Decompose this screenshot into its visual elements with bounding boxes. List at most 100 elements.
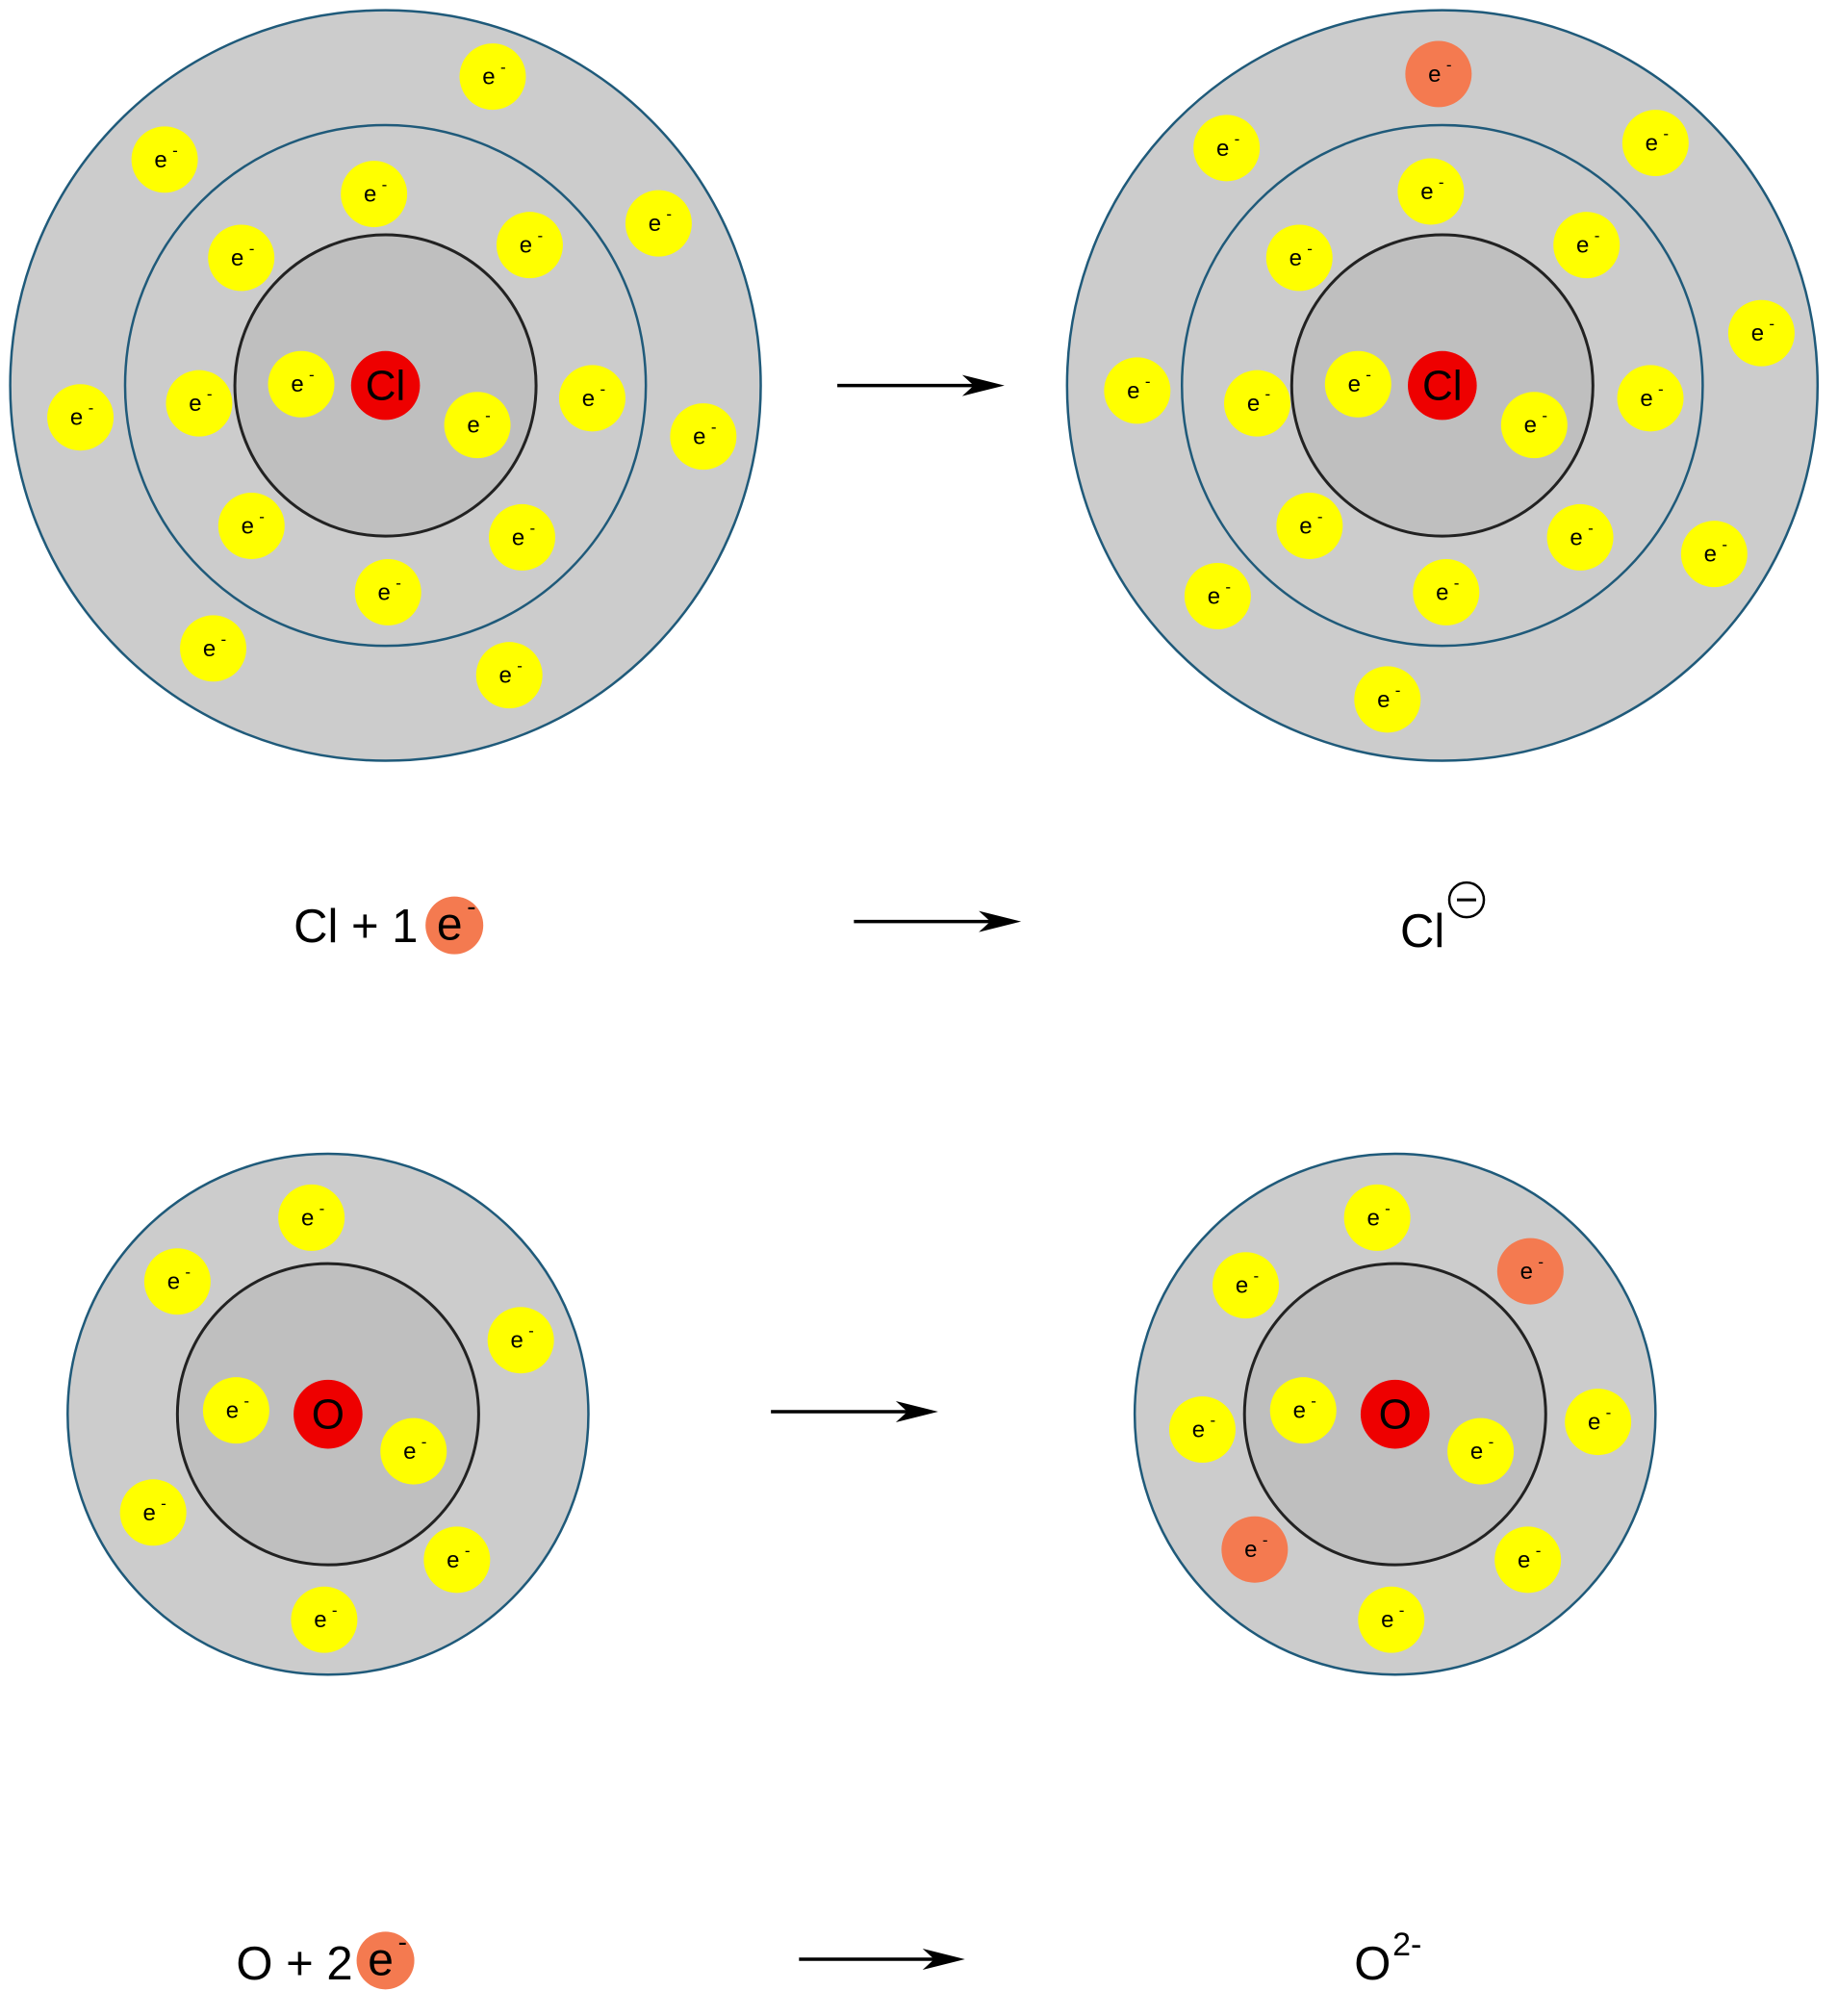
electron-charge: - (1210, 1412, 1215, 1430)
electron: e- (1224, 370, 1290, 437)
electron: e- (1324, 350, 1391, 418)
electron: e- (1213, 1252, 1280, 1319)
electron: e- (459, 43, 526, 111)
electron: e- (268, 350, 335, 418)
electron: e- (143, 1248, 211, 1315)
electron-dot (496, 212, 563, 279)
o-equation-arrow (799, 1949, 965, 1971)
electron-charge: - (1264, 385, 1270, 403)
electron-label: e (1570, 524, 1582, 550)
electron: e- (496, 212, 563, 279)
electron: e- (558, 365, 625, 432)
electron-charge: - (172, 141, 178, 160)
electron-dot (670, 403, 737, 471)
nucleus (1408, 350, 1477, 421)
o-product: O (1354, 1938, 1391, 1990)
o-reactant: O + 2 (236, 1938, 352, 1990)
electron-dot (1358, 1586, 1425, 1653)
added-electron: e- (1496, 1238, 1564, 1305)
electron-charge: - (207, 385, 213, 403)
electron-dot (166, 370, 233, 437)
electron-charge: - (332, 1601, 338, 1620)
electron-label: e (1428, 62, 1441, 88)
electron-charge: - (1538, 1253, 1544, 1271)
electron-label: e (649, 211, 661, 237)
electron-dot (1447, 1417, 1515, 1485)
electron-charge: - (1399, 1601, 1405, 1620)
electron-charge: - (1225, 577, 1231, 596)
electron-charge: - (467, 892, 475, 922)
electron-dot (487, 1307, 554, 1374)
added-electron: e- (1405, 40, 1472, 108)
electron-dot (119, 1479, 187, 1546)
electron-dot (1405, 40, 1472, 108)
electron-charge: - (1366, 366, 1371, 384)
electron: e- (217, 492, 285, 559)
electron: e- (1269, 1377, 1337, 1444)
electron-charge: - (309, 366, 315, 384)
electron-dot (1565, 1389, 1632, 1456)
electron-label: e (1366, 1205, 1379, 1231)
electron-label: e (512, 524, 524, 550)
arrow-head (979, 910, 1022, 932)
electron-dot (380, 1417, 447, 1485)
electron: e- (180, 615, 246, 682)
electron-dot (558, 365, 625, 432)
electron-charge: - (1663, 125, 1669, 143)
electron-dot (278, 1184, 345, 1251)
electron-dot (423, 1526, 491, 1594)
electron-label: e (70, 405, 83, 431)
electron-dot (1265, 224, 1333, 292)
electron-charge: - (221, 630, 227, 649)
electron-charge: - (185, 1263, 191, 1282)
electron-label: e (1640, 386, 1652, 412)
electron-dot (1546, 503, 1614, 571)
electron-label: e (314, 1607, 326, 1633)
electron: e- (1265, 224, 1333, 292)
electron-label: e (1236, 1273, 1248, 1299)
electron: e- (475, 642, 543, 709)
electron-label: e (1470, 1439, 1483, 1465)
electron-label: e (1127, 378, 1139, 404)
electron-charge: - (517, 657, 523, 676)
electron-label: e (1293, 1398, 1306, 1424)
electron-charge: - (600, 380, 605, 398)
electron-label: e (154, 147, 166, 173)
cl-reactant: Cl + 1 (294, 901, 418, 953)
electron: e- (1184, 562, 1251, 629)
electron-dot (1680, 521, 1748, 588)
electron: e- (1104, 357, 1171, 424)
electron-charge: - (1454, 574, 1460, 592)
electron-dot (1104, 357, 1171, 424)
electron-label: e (1244, 1537, 1257, 1563)
electron-dot (1343, 1184, 1411, 1251)
electron-charge: - (259, 507, 265, 525)
electron-label: e (1704, 542, 1717, 568)
electron-dot (1184, 562, 1251, 629)
electron-charge: - (1595, 227, 1600, 245)
electron-charge: - (528, 1322, 534, 1340)
electron-charge: - (1489, 1433, 1494, 1451)
electron-dot (268, 350, 335, 418)
electron: e- (1343, 1184, 1411, 1251)
electron-label: e (1299, 513, 1312, 539)
nucleus-symbol: Cl (366, 363, 406, 410)
added-electron-symbol: e- (356, 1927, 415, 1990)
electron: e- (1617, 365, 1684, 432)
electron-charge: - (421, 1433, 427, 1451)
electron: e- (1397, 158, 1465, 225)
charge-circle (1447, 880, 1486, 919)
electron-charge: - (1317, 507, 1323, 525)
electron: e- (1621, 110, 1689, 177)
electron-label: e (582, 386, 595, 412)
electron: e- (291, 1586, 358, 1653)
electron-label: e (242, 513, 254, 539)
electron-dot (1413, 558, 1480, 625)
electron-label: e (1588, 1410, 1600, 1436)
electron: e- (131, 126, 198, 193)
electron-label: e (364, 182, 376, 208)
electron-dot (356, 1931, 415, 1990)
